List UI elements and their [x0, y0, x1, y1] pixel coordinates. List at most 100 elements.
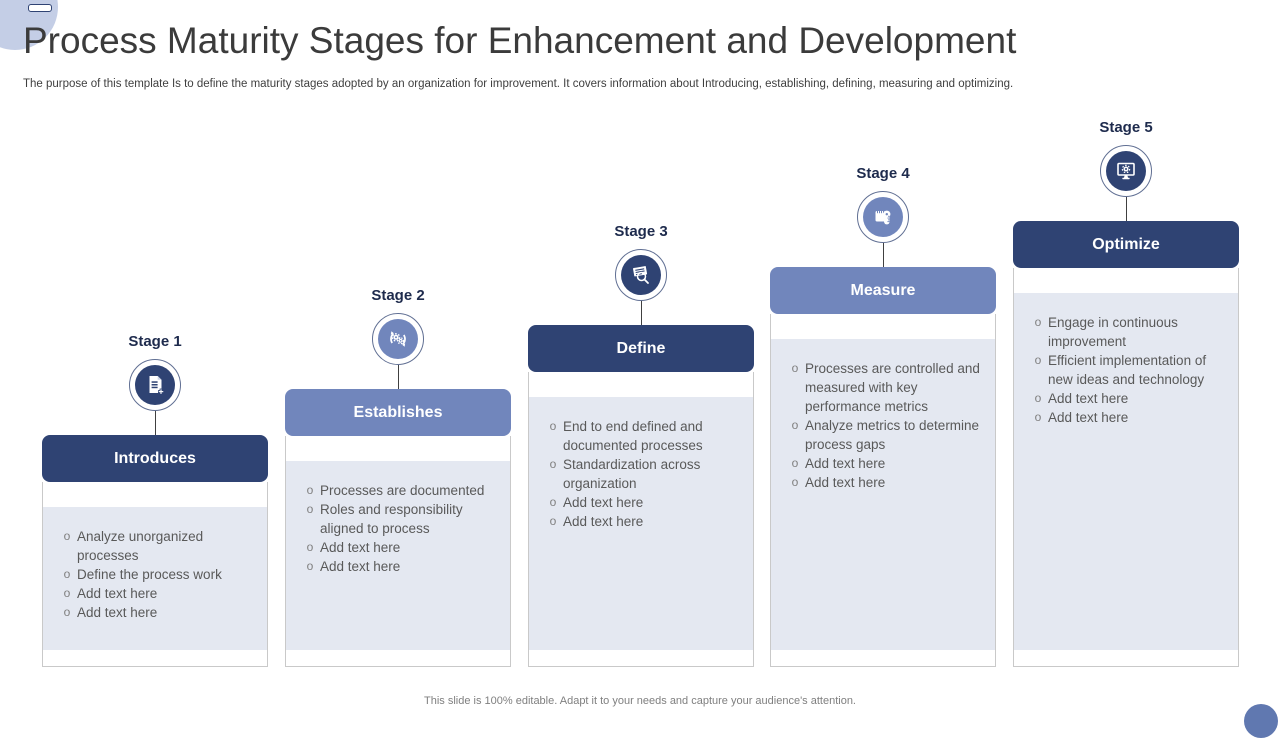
stage-icon-ring	[615, 249, 667, 301]
bullet-marker: o	[549, 457, 557, 471]
list-item-text: Efficient implementation of new ideas an…	[1048, 353, 1207, 387]
list-item: o Analyze unorganized processes	[57, 527, 259, 565]
list-item-text: Processes are controlled and measured wi…	[805, 361, 980, 414]
stage-panel: o End to end defined and documented proce…	[529, 397, 753, 650]
stage-label: Stage 1	[128, 333, 182, 350]
stage-icon-ring	[857, 191, 909, 243]
bullet-marker: o	[791, 475, 799, 489]
list-item-text: Add text here	[563, 495, 644, 510]
bullet-marker: o	[1034, 391, 1042, 405]
footer-note: This slide is 100% editable. Adapt it to…	[424, 695, 856, 707]
list-item: o Standardization across organization	[543, 455, 745, 493]
connector-line	[640, 301, 642, 325]
list-item: o End to end defined and documented proce…	[543, 417, 745, 455]
connector-line	[397, 365, 399, 389]
bottom-right-decor-circle	[1244, 704, 1278, 738]
list-item: o Add text here	[300, 557, 502, 576]
bullet-marker: o	[63, 529, 71, 543]
stage-title-bar: Introduces	[42, 435, 268, 482]
stage-column-4: Stage 4 Measure o Processes are controlle…	[770, 164, 996, 667]
stage-column-3: Stage 3 Define o End to end defined and d…	[528, 222, 754, 667]
list-item: o Add text here	[785, 454, 987, 473]
bullet-marker: o	[63, 586, 71, 600]
monitor-gear-icon	[1106, 151, 1146, 191]
stage-icon-ring	[372, 313, 424, 365]
connector-line	[154, 411, 156, 435]
stage-title-bar: Measure	[770, 267, 996, 314]
list-item: o Add text here	[785, 473, 987, 492]
bullet-marker: o	[791, 418, 799, 432]
list-item: o Add text here	[300, 538, 502, 557]
stage-column-1: Stage 1 Introduces o Analyze unorganized …	[42, 332, 268, 667]
stage-label: Stage 4	[856, 165, 910, 182]
process-gears-icon	[378, 319, 418, 359]
stage-icon-ring	[129, 359, 181, 411]
bullet-marker: o	[306, 559, 314, 573]
stage-title-bar: Define	[528, 325, 754, 372]
stage-label: Stage 3	[614, 223, 668, 240]
list-item: o Add text here	[57, 603, 259, 622]
list-item: o Add text here	[543, 512, 745, 531]
list-item: o Roles and responsibility aligned to pro…	[300, 500, 502, 538]
list-item-text: Add text here	[77, 586, 158, 601]
list-item-text: End to end defined and documented proces…	[563, 419, 703, 453]
list-item-text: Engage in continuous improvement	[1048, 315, 1178, 349]
corner-decor-pill	[28, 4, 52, 12]
connector-line	[1125, 197, 1127, 221]
list-item-text: Add text here	[1048, 391, 1129, 406]
bullet-marker: o	[306, 483, 314, 497]
measuring-tape-icon	[863, 197, 903, 237]
list-item-text: Analyze unorganized processes	[77, 529, 204, 563]
bullet-marker: o	[63, 567, 71, 581]
stage-label: Stage 5	[1099, 119, 1153, 136]
list-item: o Add text here	[543, 493, 745, 512]
bullet-marker: o	[306, 502, 314, 516]
bullet-marker: o	[1034, 315, 1042, 329]
list-item-text: Roles and responsibility aligned to proc…	[320, 502, 463, 536]
document-search-icon	[621, 255, 661, 295]
list-item-text: Add text here	[563, 514, 644, 529]
bullet-marker: o	[1034, 410, 1042, 424]
list-item: o Engage in continuous improvement	[1028, 313, 1230, 351]
stage-icon-ring	[1100, 145, 1152, 197]
connector-line	[882, 243, 884, 267]
list-item-text: Add text here	[320, 559, 401, 574]
bullet-marker: o	[791, 456, 799, 470]
bullet-marker: o	[549, 514, 557, 528]
stage-card: o End to end defined and documented proce…	[528, 372, 754, 667]
list-item-text: Standardization across organization	[563, 457, 701, 491]
list-item: o Add text here	[57, 584, 259, 603]
list-item-text: Add text here	[805, 456, 886, 471]
list-item: o Add text here	[1028, 408, 1230, 427]
page-subtitle: The purpose of this template Is to defin…	[23, 78, 1014, 90]
list-item: o Efficient implementation of new ideas a…	[1028, 351, 1230, 389]
list-item-text: Add text here	[1048, 410, 1129, 425]
bullet-marker: o	[306, 540, 314, 554]
list-item: o Add text here	[1028, 389, 1230, 408]
bullet-marker: o	[63, 605, 71, 619]
list-item-text: Processes are documented	[320, 483, 485, 498]
stage-panel: o Processes are controlled and measured w…	[771, 339, 995, 650]
bullet-marker: o	[549, 419, 557, 433]
list-item-text: Add text here	[320, 540, 401, 555]
bullet-marker: o	[549, 495, 557, 509]
list-item-text: Add text here	[77, 605, 158, 620]
stage-card: o Processes are controlled and measured w…	[770, 314, 996, 667]
bullet-marker: o	[1034, 353, 1042, 367]
list-item-text: Add text here	[805, 475, 886, 490]
page-title: Process Maturity Stages for Enhancement …	[23, 20, 1017, 61]
bullet-marker: o	[791, 361, 799, 375]
list-item: o Processes are controlled and measured w…	[785, 359, 987, 416]
add-document-icon	[135, 365, 175, 405]
stage-label: Stage 2	[371, 287, 425, 304]
